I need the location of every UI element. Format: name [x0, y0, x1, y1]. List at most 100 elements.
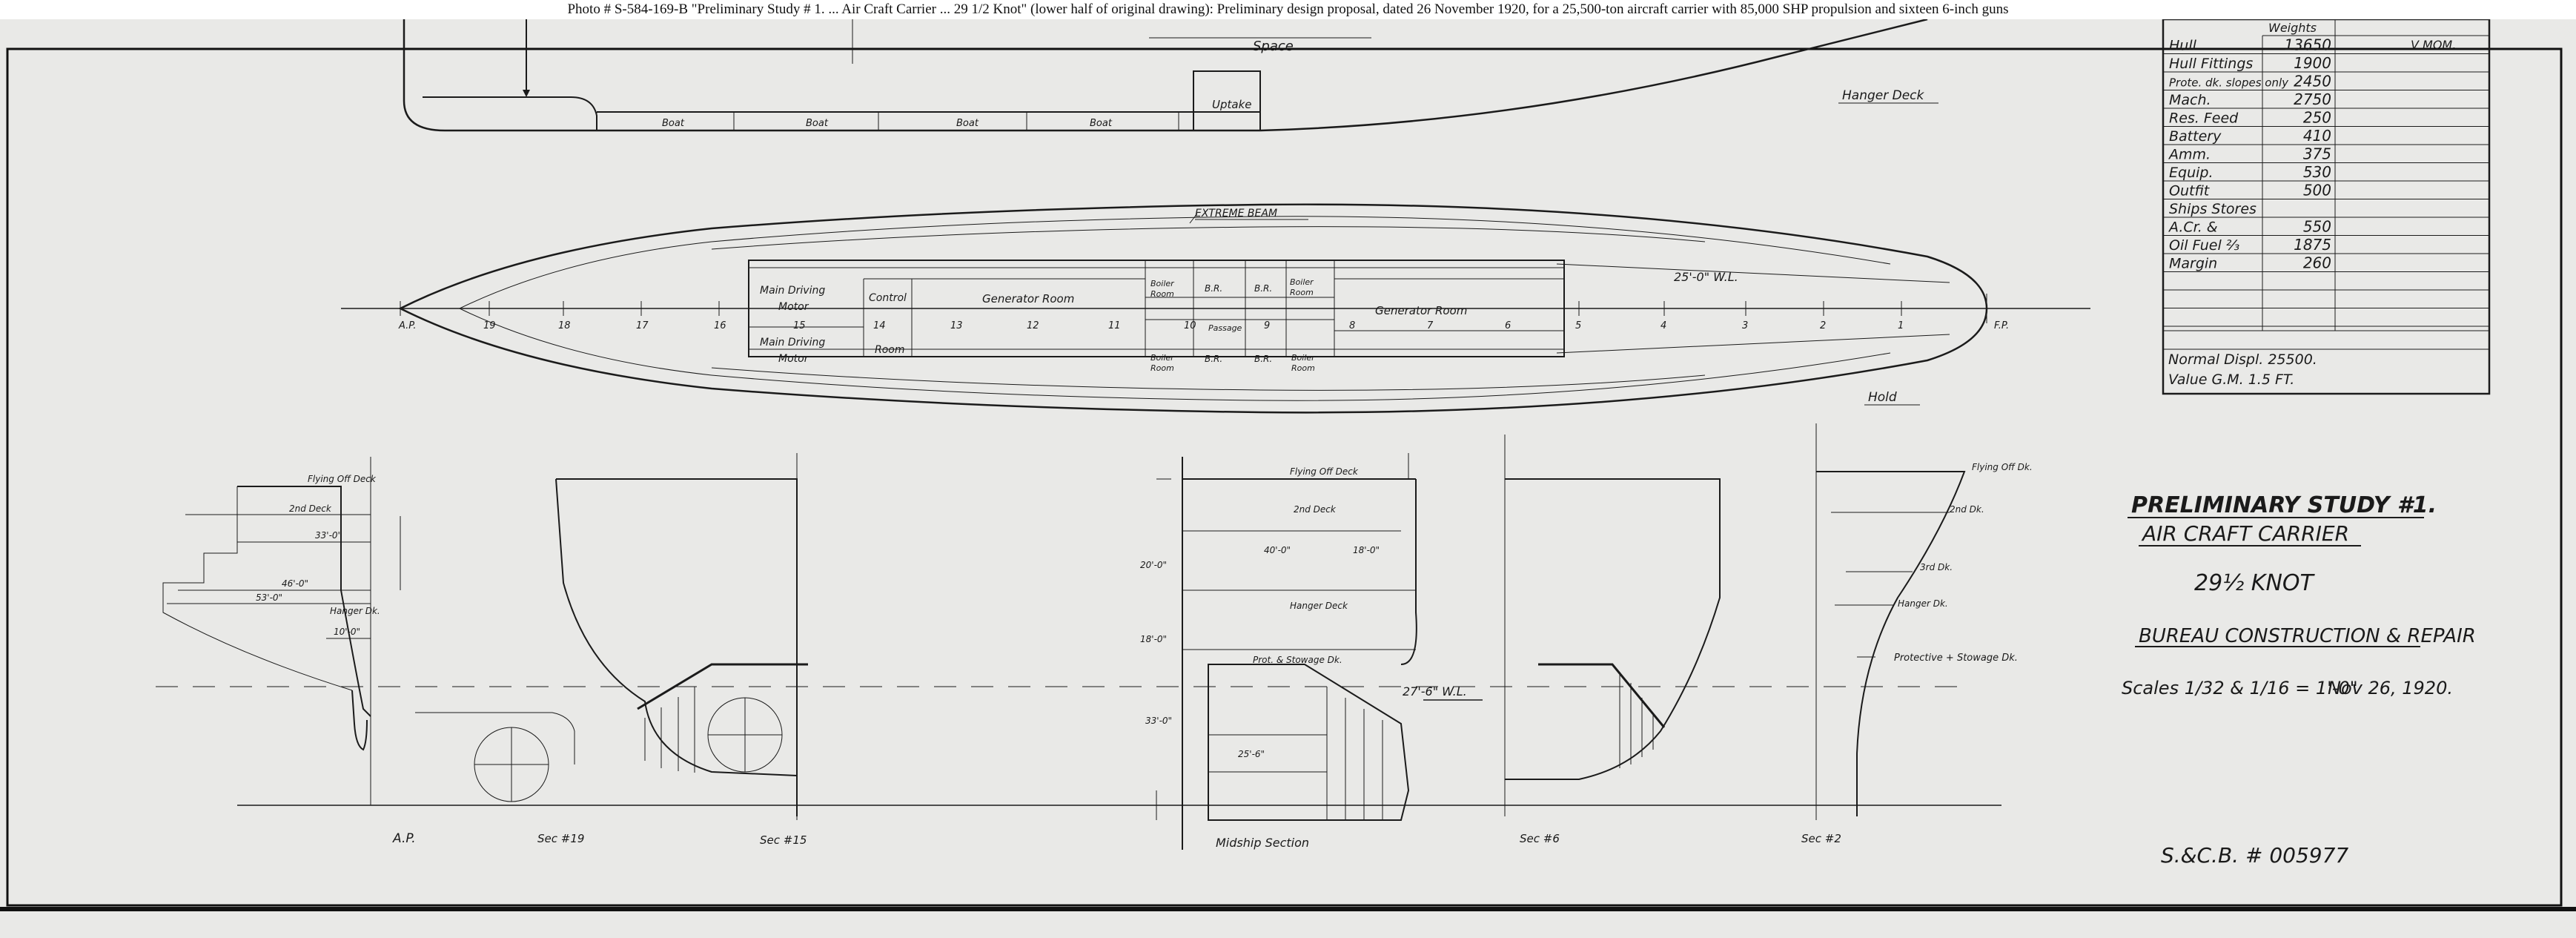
- title-block: PRELIMINARY STUDY #1. AIR CRAFT CARRIER …: [2122, 492, 2476, 868]
- vmom-col-header: V MOM.: [2411, 38, 2456, 52]
- scales-label: Scales 1/32 & 1/16 = 1'-0": [2122, 678, 2358, 698]
- extreme-beam-label: EXTREME BEAM: [1195, 208, 1277, 219]
- br-bottom-2: B.R.: [1254, 354, 1272, 364]
- sec2-hanger-dk: Hanger Dk.: [1898, 598, 1948, 609]
- station-17: 17: [636, 320, 649, 331]
- weights-row-value: 1875: [2294, 236, 2331, 254]
- weights-row-value: 530: [2303, 163, 2331, 181]
- ap-flying-off-deck: Flying Off Deck: [308, 474, 377, 484]
- hangar-deck-label: Hanger Deck: [1842, 88, 1925, 103]
- station-9: 9: [1264, 320, 1270, 331]
- passage-label: Passage: [1208, 323, 1242, 333]
- hull-plan-view: A.P. 19 18 17 16 15 14 13 12 11 10 9 8 7…: [341, 203, 2090, 414]
- ap-dim-10: 10'-0": [334, 627, 360, 637]
- sec2-flying-off: Flying Off Dk.: [1972, 462, 2033, 472]
- weights-row-value: 2450: [2294, 73, 2331, 90]
- boat-label-3: Boat: [956, 118, 979, 129]
- waterline-label: 25'-0" W.L.: [1674, 270, 1738, 284]
- weights-row-value: 2750: [2294, 90, 2331, 108]
- weights-row-value: 250: [2303, 109, 2331, 127]
- drawing-sheet: Space Boat Boat Boat Boat Uptake Hanger …: [0, 19, 2576, 938]
- sec2-second-dk: 2nd Dk.: [1950, 504, 1984, 515]
- boat-label-4: Boat: [1090, 118, 1113, 129]
- boiler-room-tr-2: Room: [1290, 288, 1314, 297]
- ap-hanger-dk: Hanger Dk.: [330, 606, 380, 616]
- ap-label: A.P.: [392, 831, 416, 846]
- value-gm: Value G.M. 1.5 FT.: [2168, 371, 2294, 388]
- station-11: 11: [1108, 320, 1121, 331]
- station-3: 3: [1742, 320, 1748, 331]
- uptake-label: Uptake: [1212, 98, 1252, 111]
- br-bottom-1: B.R.: [1205, 354, 1222, 364]
- station-fp: F.P.: [1994, 320, 2009, 331]
- main-motor-bottom-1: Main Driving: [760, 337, 825, 349]
- weights-row-item: A.Cr. &: [2168, 219, 2218, 236]
- sec2-label: Sec #2: [1801, 832, 1841, 845]
- boat-label-1: Boat: [662, 118, 685, 129]
- sec2-protective-dk: Protective + Stowage Dk.: [1894, 653, 2018, 664]
- sec19-label: Sec #19: [537, 832, 584, 845]
- ap-dim-33: 33'-0": [315, 530, 342, 541]
- weights-row-item: Outfit: [2169, 183, 2211, 199]
- station-18: 18: [558, 320, 571, 331]
- weights-row-value: 13650: [2284, 36, 2331, 54]
- station-10: 10: [1184, 320, 1196, 331]
- mid-dim-33: 33'-0": [1145, 716, 1172, 726]
- control-room-bottom: Room: [875, 344, 905, 356]
- control-room-top: Control: [869, 292, 907, 304]
- boiler-room-tr-1: Boiler: [1290, 277, 1314, 287]
- date-label: Nov 26, 1920.: [2328, 678, 2453, 698]
- weights-row-item: Amm.: [2168, 147, 2211, 163]
- station-19: 19: [483, 320, 496, 331]
- weights-row-value: 410: [2303, 127, 2331, 145]
- photo-caption: Photo # S-584-169-B "Preliminary Study #…: [567, 1, 2009, 17]
- weights-row-item: Hull Fittings: [2169, 56, 2253, 72]
- mid-second-deck: 2nd Deck: [1294, 504, 1337, 515]
- main-motor-top-1: Main Driving: [760, 285, 825, 297]
- blueprint-drawing: Space Boat Boat Boat Boat Uptake Hanger …: [0, 19, 2576, 911]
- station-4: 4: [1661, 320, 1666, 331]
- station-7: 7: [1427, 320, 1434, 331]
- mid-dim-18a: 18'-0": [1353, 545, 1380, 555]
- weights-col-header: Weights: [2268, 21, 2317, 35]
- station-ap: A.P.: [398, 320, 416, 331]
- station-1: 1: [1898, 320, 1904, 331]
- boiler-room-bl-1: Boiler: [1150, 353, 1175, 363]
- mid-dim-18b: 18'-0": [1140, 634, 1167, 644]
- generator-room-aft: Generator Room: [982, 292, 1074, 305]
- boiler-room-tl-1: Boiler: [1150, 279, 1175, 288]
- mid-hanger-deck: Hanger Deck: [1290, 601, 1348, 611]
- weights-row-item: Mach.: [2169, 92, 2211, 108]
- station-13: 13: [950, 320, 963, 331]
- title-line2: AIR CRAFT CARRIER: [2141, 521, 2349, 546]
- midship-section: Flying Off Deck 2nd Deck 40'-0" 18'-0" 2…: [1140, 453, 1483, 850]
- ap-dim-53: 53'-0": [256, 592, 282, 603]
- section-6: Sec #6: [1504, 435, 1721, 845]
- station-14: 14: [873, 320, 886, 331]
- weights-row-value: 1900: [2294, 54, 2331, 72]
- weights-row-value: 550: [2303, 218, 2331, 236]
- section-2: Flying Off Dk. 2nd Dk. 3rd Dk. Hanger Dk…: [1801, 423, 2033, 845]
- mid-dim-40: 40'-0": [1264, 545, 1291, 555]
- boat-label-2: Boat: [806, 118, 829, 129]
- title-line1: PRELIMINARY STUDY #1.: [2131, 492, 2437, 518]
- station-12: 12: [1027, 320, 1039, 331]
- weights-row-item: Battery: [2169, 128, 2222, 145]
- br-top-2: B.R.: [1254, 283, 1272, 294]
- weights-row-value: 260: [2303, 254, 2331, 272]
- boiler-room-tl-2: Room: [1150, 289, 1174, 299]
- sec15-label: Sec #15: [760, 833, 807, 847]
- weights-row-item: Ships Stores: [2169, 201, 2257, 217]
- boiler-room-br-2: Room: [1291, 363, 1315, 373]
- weights-row-item: Equip.: [2169, 165, 2214, 181]
- drawing-number: S.&C.B. # 005977: [2161, 843, 2348, 868]
- mid-dim-20: 20'-0": [1140, 560, 1167, 570]
- ap-second-deck: 2nd Deck: [289, 503, 332, 514]
- section-ap: Flying Off Deck 2nd Deck 33'-0" 46'-0" 5…: [162, 457, 416, 846]
- station-16: 16: [714, 320, 726, 331]
- sec2-third-dk: 3rd Dk.: [1920, 562, 1953, 572]
- generator-room-fwd: Generator Room: [1375, 304, 1467, 317]
- main-motor-bottom-2: Motor: [778, 353, 809, 365]
